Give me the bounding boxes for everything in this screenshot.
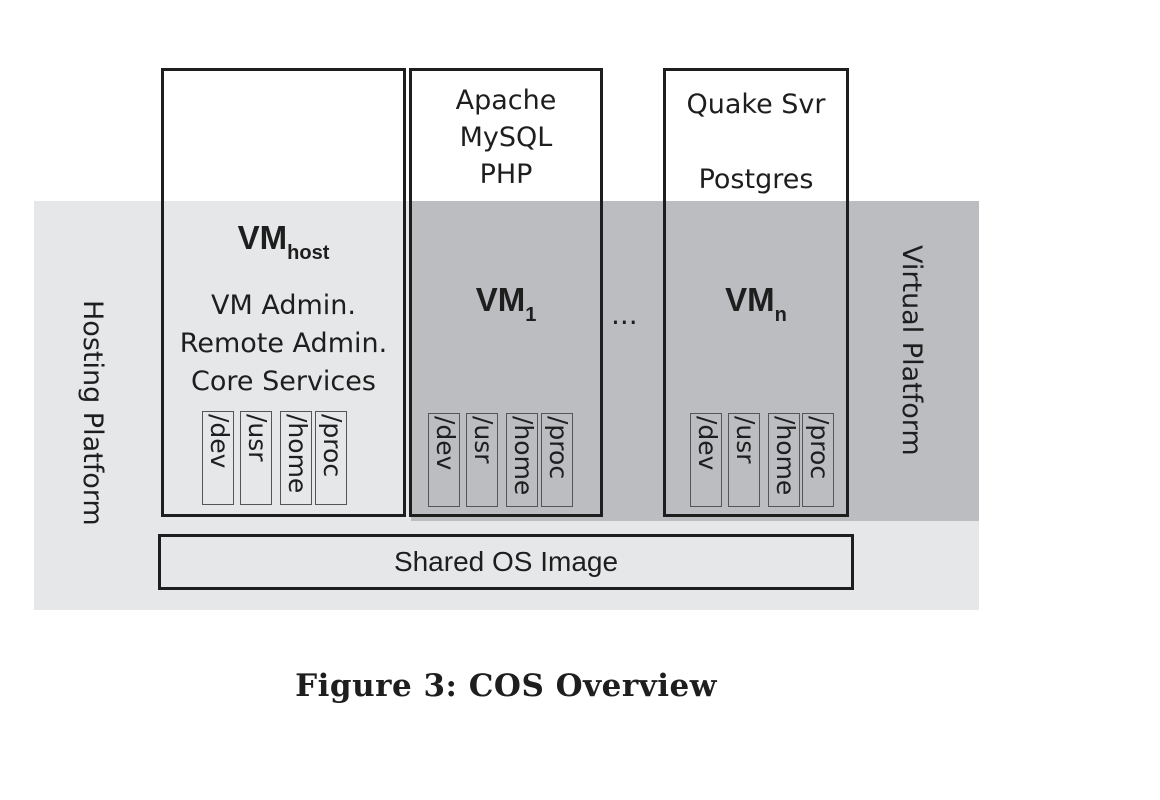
hosting-platform-label: Hosting Platform	[77, 300, 108, 526]
vm-n-title: VMn	[666, 281, 846, 326]
ellipsis: ...	[611, 298, 638, 331]
app-php: PHP	[479, 159, 533, 190]
dir-label: /home	[283, 414, 312, 494]
dir-home: /home	[280, 411, 312, 505]
app-mysql: MySQL	[459, 122, 553, 153]
vm-n-box: Quake Svr Postgres VMn /dev /usr /home /…	[663, 68, 849, 517]
vm-1-box: Apache MySQL PHP VM1 /dev /usr /home /pr…	[409, 68, 603, 517]
app-postgres: Postgres	[698, 164, 814, 195]
virtual-platform-region	[411, 201, 979, 521]
dir-usr: /usr	[728, 413, 760, 507]
dir-dev: /dev	[202, 411, 234, 505]
dir-label: /dev	[693, 416, 722, 471]
virtual-platform-label: Virtual Platform	[896, 245, 927, 456]
dir-usr: /usr	[240, 411, 272, 505]
dir-label: /proc	[318, 414, 347, 478]
dir-usr: /usr	[466, 413, 498, 507]
dir-label: /dev	[205, 414, 234, 469]
dir-label: /usr	[243, 414, 272, 462]
vm-host-top-area	[164, 71, 403, 201]
vm-host-services: VM Admin. Remote Admin. Core Services	[164, 287, 403, 401]
dir-dev: /dev	[690, 413, 722, 507]
service-remote-admin: Remote Admin.	[179, 328, 388, 359]
vm-n-title-text: VM	[725, 281, 775, 318]
dir-label: /dev	[431, 416, 460, 471]
shared-os-image-box: Shared OS Image	[158, 534, 854, 590]
service-core-services: Core Services	[191, 366, 376, 397]
vm-n-subscript: n	[774, 304, 787, 326]
dir-proc: /proc	[541, 413, 573, 507]
vm-1-title-text: VM	[475, 281, 526, 318]
dir-label: /proc	[544, 416, 573, 480]
vm-1-apps: Apache MySQL PHP	[412, 82, 600, 193]
vm-1-subscript: 1	[525, 304, 537, 326]
app-apache: Apache	[455, 85, 557, 116]
vm-host-subscript: host	[287, 242, 330, 264]
dir-label: /usr	[469, 416, 498, 464]
service-vm-admin: VM Admin.	[211, 290, 356, 321]
dir-proc: /proc	[315, 411, 347, 505]
vm-1-title: VM1	[412, 281, 600, 326]
dir-label: /usr	[731, 416, 760, 464]
dir-proc: /proc	[802, 413, 834, 507]
dir-home: /home	[768, 413, 800, 507]
vm-n-top-area	[666, 71, 846, 201]
vm-1-top-area	[412, 71, 600, 201]
dir-dev: /dev	[428, 413, 460, 507]
vm-host-title-text: VM	[237, 219, 288, 256]
vm-host-title: VMhost	[164, 219, 403, 264]
figure-caption: Figure 3: COS Overview	[295, 668, 717, 704]
dir-home: /home	[506, 413, 538, 507]
vm-host-box: VMhost VM Admin. Remote Admin. Core Serv…	[161, 68, 406, 517]
vm-n-apps: Quake Svr Postgres	[666, 86, 846, 198]
dir-label: /proc	[805, 416, 834, 480]
dir-label: /home	[771, 416, 800, 496]
app-quake-server: Quake Svr	[686, 89, 826, 120]
dir-label: /home	[509, 416, 538, 496]
